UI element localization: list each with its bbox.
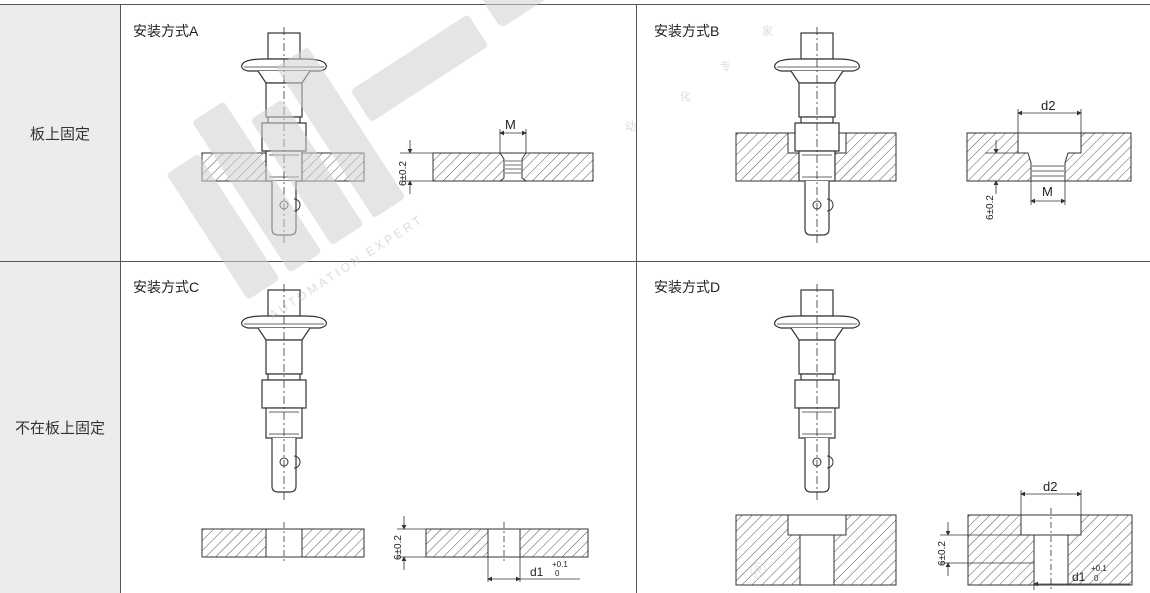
method-d-drawing: d2 6±0.2 d1 +0.1 0 — [735, 283, 1133, 592]
row-label-off-plate: 不在板上固定 — [0, 262, 120, 593]
table-label-divider — [120, 4, 121, 593]
method-b-drawing: d2 M 6±0.2 — [735, 26, 1132, 244]
watermark-char-4: 专 — [720, 59, 731, 73]
dim-d-depth: 6±0.2 — [937, 541, 948, 566]
dim-d-d1-upper-tol: +0.1 — [1091, 564, 1107, 573]
dim-c-depth: 6±0.2 — [393, 535, 404, 560]
dim-c-d1-upper-tol: +0.1 — [552, 560, 568, 569]
dim-d-d1: d1 — [1072, 570, 1086, 584]
table-row-divider — [0, 261, 1150, 262]
method-c-drawing: 6±0.2 d1 +0.1 0 — [201, 283, 589, 582]
dim-b-d2: d2 — [1041, 98, 1055, 113]
watermark-char-3: 化 — [680, 89, 691, 103]
dim-c-d1-lower-tol: 0 — [555, 569, 560, 578]
dim-d-d1-lower-tol: 0 — [1094, 574, 1099, 583]
dim-b-depth: 6±0.2 — [985, 195, 996, 220]
method-b-label: 安装方式B — [654, 23, 720, 39]
table-top-border — [0, 4, 1150, 5]
dim-a-m: M — [505, 117, 516, 132]
dim-d-d2: d2 — [1043, 479, 1057, 494]
method-c-label: 安装方式C — [133, 279, 200, 295]
method-a-label: 安装方式A — [133, 23, 199, 39]
method-d-label: 安装方式D — [654, 279, 721, 295]
dim-a-depth: 6±0.2 — [398, 161, 409, 186]
watermark-char-2: 动 — [625, 120, 636, 133]
watermark-registered: ® — [750, 558, 766, 583]
table-column-divider — [636, 4, 637, 593]
dim-b-m: M — [1042, 184, 1053, 199]
watermark-char-5: 家 — [762, 24, 773, 38]
row-label-on-plate: 板上固定 — [0, 5, 120, 261]
watermark: AUTOMATION EXPERT 动 化 专 家 ® — [167, 0, 773, 583]
dim-c-d1: d1 — [530, 565, 544, 579]
